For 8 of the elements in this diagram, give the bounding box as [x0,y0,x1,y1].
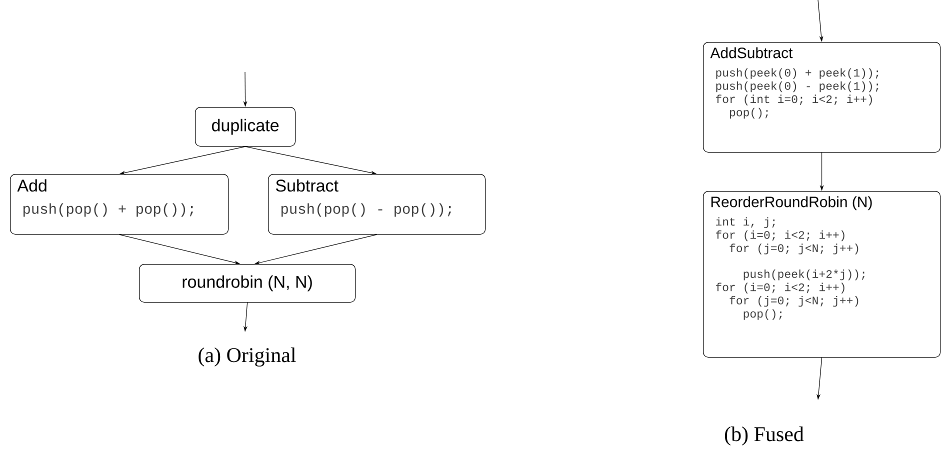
process-box: roundrobin (N, N) [139,264,356,303]
figure-caption: (b) Fused [724,426,804,446]
filter-box: AddSubtract push(peek(0) + peek(1)); push(peek(0) - peek(1)); for (int i=0; i<2; i++) pop(); [703,42,941,153]
filter-box: Subtract push(pop() - pop()); [268,174,486,235]
filter-box: Add push(pop() + pop()); [10,174,229,235]
filter-box: ReorderRoundRobin (N) int i, j; for (i=0; i<2; i++) for (j=0; j<N; j++) push(peek(i+2*j)); for (i=0; i<2; i++) for (j=0; j<N; j++) pop(); [703,191,941,358]
process-box: duplicate [195,107,296,147]
figure-caption: (a) Original [198,347,296,367]
